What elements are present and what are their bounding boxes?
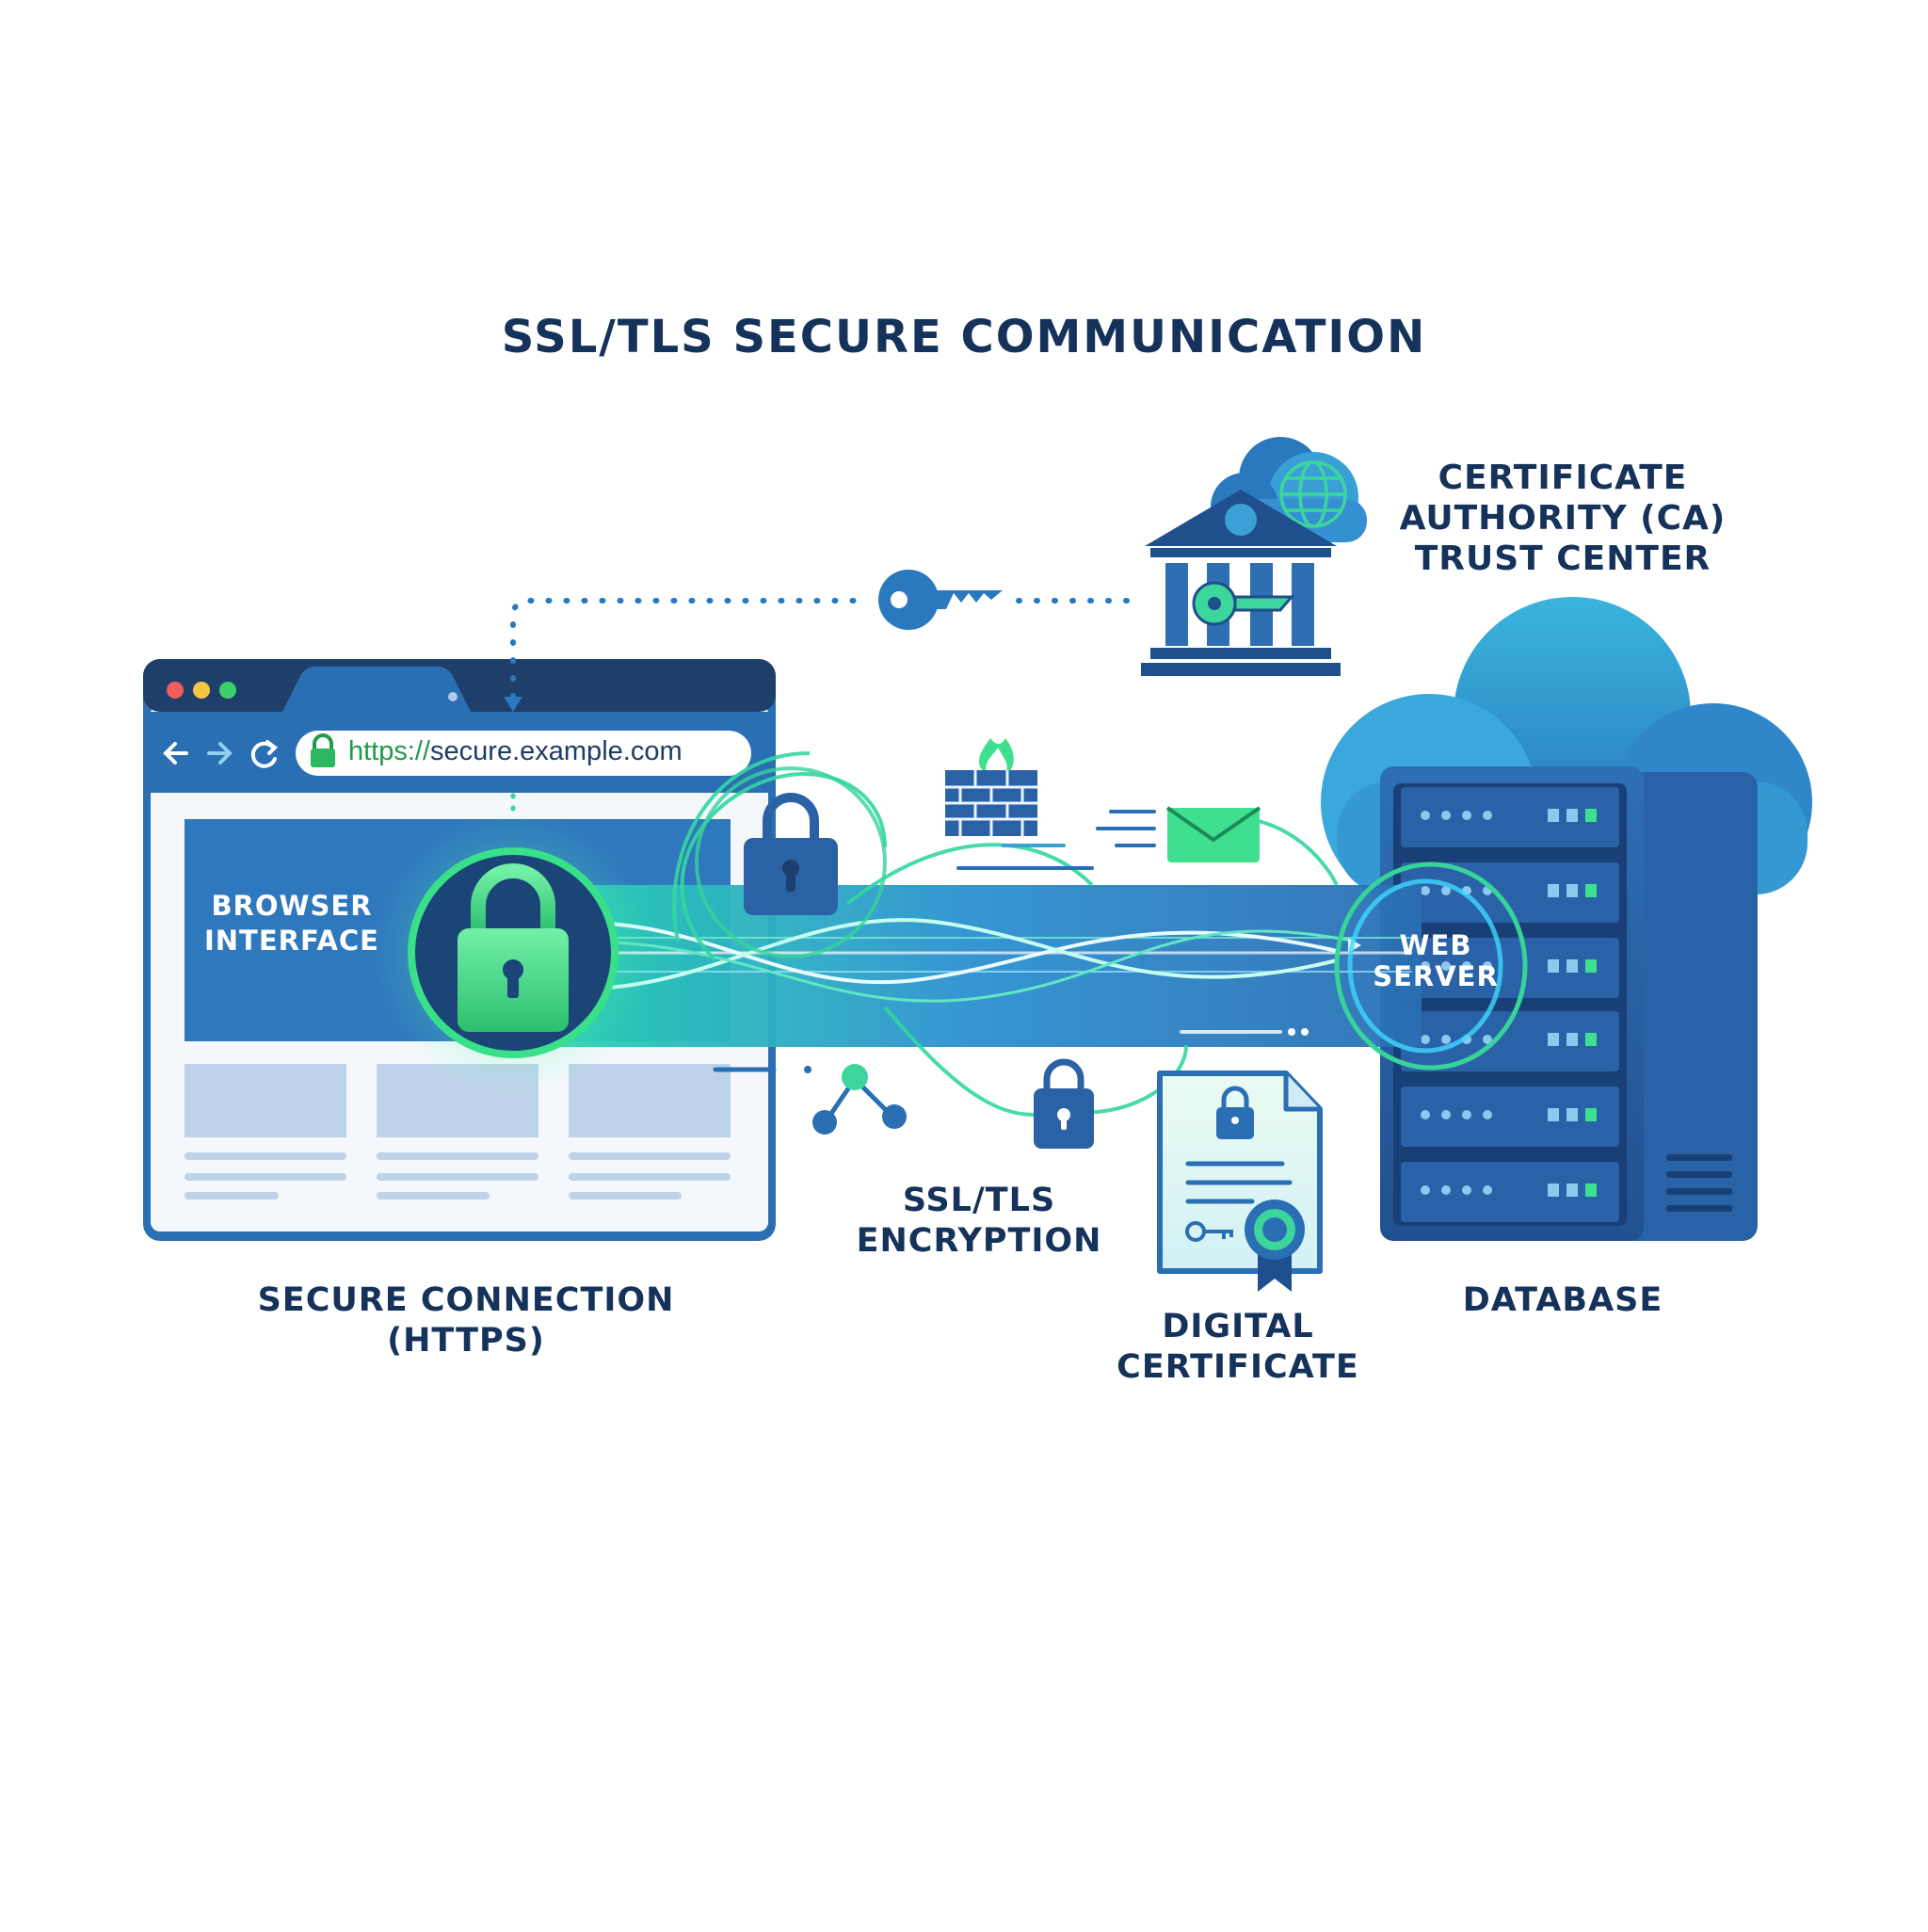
back-arrow-icon[interactable] <box>163 742 188 765</box>
secure-connection-line: (HTTPS) <box>387 1322 545 1360</box>
certificate-label: DIGITAL CERTIFICATE <box>1083 1307 1393 1388</box>
ca-label-line: TRUST CENTER <box>1414 539 1711 578</box>
certificate-label-line: CERTIFICATE <box>1117 1348 1359 1386</box>
reload-icon[interactable] <box>250 740 279 768</box>
web-server-label: WEB SERVER <box>1356 930 1516 992</box>
share-icon <box>713 1064 907 1135</box>
url-host: secure.example.com <box>430 736 683 766</box>
padlock-icon <box>311 733 335 767</box>
certificate-label-line: DIGITAL <box>1162 1308 1314 1345</box>
browser-interface-label: BROWSER INTERFACE <box>179 889 405 958</box>
server-unit <box>1401 1162 1619 1222</box>
envelope-icon <box>1096 806 1261 862</box>
ca-label-line: AUTHORITY (CA) <box>1399 499 1727 538</box>
browser-window <box>143 659 776 1241</box>
server-unit <box>1401 1011 1619 1071</box>
secure-connection-label: SECURE CONNECTION (HTTPS) <box>217 1280 715 1361</box>
forward-arrow-icon[interactable] <box>207 742 233 765</box>
encryption-label-line: ENCRYPTION <box>856 1222 1102 1260</box>
url-scheme: https:// <box>348 736 431 766</box>
ca-connection <box>510 598 1133 700</box>
encryption-label: SSL/TLS ENCRYPTION <box>810 1181 1149 1262</box>
secure-connection-line: SECURE CONNECTION <box>257 1281 675 1319</box>
browser-label-line: BROWSER <box>211 890 373 922</box>
server-unit <box>1401 938 1619 998</box>
server-unit <box>1401 787 1619 847</box>
web-server-label-line: WEB <box>1399 929 1472 961</box>
browser-label-line: INTERFACE <box>203 925 379 957</box>
database-label-line: DATABASE <box>1462 1281 1663 1319</box>
firewall-icon <box>945 738 1066 847</box>
ca-label: CERTIFICATE AUTHORITY (CA) TRUST CENTER <box>1365 458 1760 579</box>
database-label: DATABASE <box>1412 1280 1713 1321</box>
close-dot-icon[interactable] <box>167 682 184 699</box>
server-rings <box>1334 861 1528 1071</box>
bank-icon <box>1141 490 1341 676</box>
web-server-label-line: SERVER <box>1373 960 1499 992</box>
badge-icon <box>1245 1199 1305 1292</box>
maximize-dot-icon[interactable] <box>219 682 236 699</box>
server-unit <box>1401 862 1619 923</box>
page-title: SSL/TLS SECURE COMMUNICATION <box>501 311 1427 363</box>
lock-icon <box>695 766 887 958</box>
globe-icon <box>1279 460 1347 528</box>
encryption-beam <box>527 885 1422 1047</box>
server-vent <box>1666 1154 1732 1212</box>
lock-icon <box>1034 1058 1094 1149</box>
ca-label-line: CERTIFICATE <box>1438 459 1688 497</box>
server-unit <box>1401 1087 1619 1147</box>
lock-icon <box>372 812 654 1094</box>
key-icon <box>878 570 1003 630</box>
minimize-dot-icon[interactable] <box>193 682 210 699</box>
address-bar-url[interactable]: https://secure.example.com <box>348 736 683 767</box>
encryption-label-line: SSL/TLS <box>902 1182 1056 1219</box>
address-bar[interactable] <box>296 731 751 776</box>
server-units <box>1401 787 1619 1222</box>
